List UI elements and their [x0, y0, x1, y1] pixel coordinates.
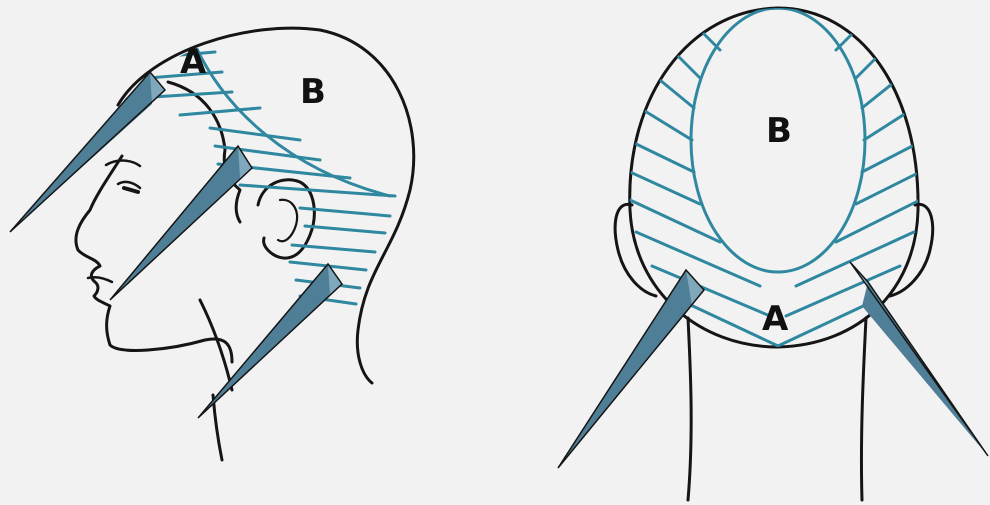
back-hair-strands: [558, 262, 988, 468]
back-label-b: B: [766, 111, 792, 151]
hair-strand-icon: [10, 72, 165, 232]
back-part-line: [856, 172, 920, 204]
back-part-line: [630, 172, 700, 204]
side-eye: [118, 182, 140, 188]
side-view-head: [76, 28, 414, 460]
back-part-line: [862, 142, 920, 172]
back-part-line: [640, 108, 692, 140]
back-label-a: A: [762, 299, 789, 339]
side-scalp-outline: [118, 28, 414, 383]
hair-strand-icon: [850, 262, 988, 456]
back-neck-right: [861, 318, 866, 500]
back-part-line: [655, 76, 694, 108]
side-neck-front: [213, 395, 222, 460]
side-part-line: [305, 226, 385, 233]
back-part-line: [670, 48, 700, 78]
hair-strand-icon: [558, 270, 704, 468]
side-label-a: A: [180, 42, 207, 82]
side-part-line: [180, 108, 260, 115]
side-face-profile: [76, 82, 240, 362]
side-ear-inner: [278, 200, 297, 241]
back-ear-left: [615, 204, 656, 296]
side-label-b: B: [300, 72, 326, 112]
back-neck-left: [688, 318, 691, 500]
side-eyelash: [124, 188, 138, 192]
hair-strand-icon: [110, 146, 252, 300]
back-part-line: [632, 142, 694, 172]
side-eyebrow: [106, 161, 140, 166]
